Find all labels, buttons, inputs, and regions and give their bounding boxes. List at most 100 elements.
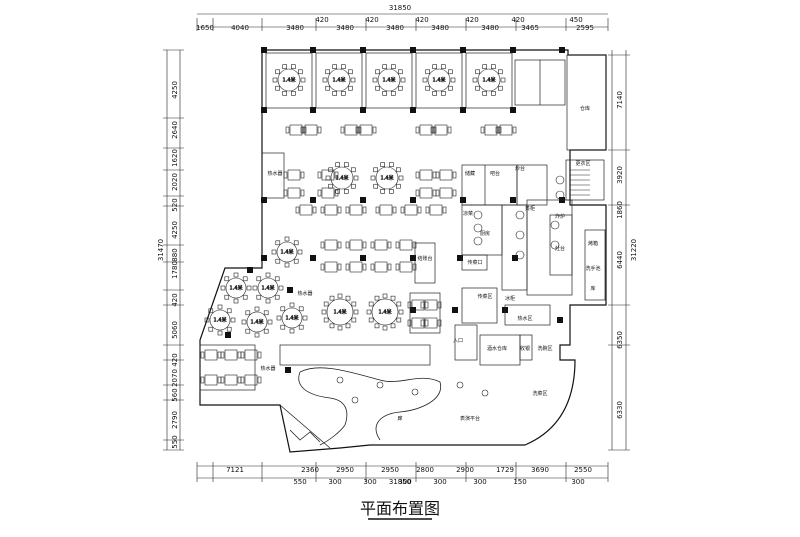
dim-bottom-6: 1729 — [496, 466, 514, 474]
private-rooms — [265, 52, 513, 109]
column-24 — [457, 255, 463, 261]
square-table-37 — [420, 299, 442, 311]
dim-right-total: 31220 — [630, 239, 638, 261]
column-6 — [559, 47, 565, 53]
room-label-entrance: 入口 — [453, 338, 463, 344]
room-label-wash: 洗碗区 — [537, 345, 552, 352]
stage-lights — [336, 376, 489, 404]
room-label-food-pass: 传菜口 — [467, 259, 482, 266]
dim-right-4: 6350 — [616, 331, 624, 349]
dim-bottom-0: 7121 — [226, 466, 244, 474]
square-table-15 — [435, 187, 457, 199]
square-table-1 — [300, 124, 322, 136]
dim-left-1: 2640 — [171, 121, 179, 139]
column-11 — [460, 107, 466, 113]
stage-light-2 — [351, 396, 359, 404]
dim-left-total: 31470 — [157, 239, 165, 261]
private-table-3-label: 1.4米 — [433, 77, 446, 84]
dim-top-2: 3480 — [286, 24, 304, 32]
square-table-6 — [480, 124, 502, 136]
square-table-35 — [240, 374, 262, 386]
dim-top-gap-5: 450 — [569, 16, 582, 24]
kitchen-equipment — [473, 169, 590, 260]
dimension-lines — [163, 13, 630, 482]
dim-bottom-7: 3690 — [531, 466, 549, 474]
square-table-5 — [430, 124, 452, 136]
private-room-1 — [315, 52, 363, 109]
stove-burner-1 — [473, 223, 483, 233]
stove-burner-9 — [550, 240, 560, 250]
dim-top-gap-4: 420 — [511, 16, 524, 24]
column-30 — [285, 367, 291, 373]
room-label-corridor: 廊 — [397, 415, 402, 422]
room-labels: 仓库更衣区热水器热水器热水器热水区结账台储藏吧台洗碗区洗菜区传菜区凉菜厨房炒台蒸… — [260, 105, 600, 422]
dim-top-gap-2: 420 — [415, 16, 428, 24]
column-17 — [460, 197, 466, 203]
round-table-d: 1.4米 — [220, 272, 252, 304]
dim-left-8: 420 — [171, 293, 179, 306]
stove-burner-0 — [473, 210, 483, 220]
square-table-26 — [320, 261, 342, 273]
round-table-f-label: 1.4米 — [214, 317, 227, 324]
square-table-27 — [345, 261, 367, 273]
column-26 — [287, 287, 293, 293]
square-table-31 — [220, 349, 242, 361]
dim-right-3: 6440 — [616, 251, 624, 269]
dim-right-5: 6330 — [616, 401, 624, 419]
dim-top-0: 1650 — [196, 24, 214, 32]
dim-left-14: 550 — [171, 435, 179, 448]
stove-burner-5 — [515, 250, 525, 260]
column-16 — [410, 197, 416, 203]
dim-left-13: 2790 — [171, 411, 179, 429]
performance-stage — [279, 367, 442, 449]
column-21 — [310, 255, 316, 261]
round-table-h: 1.4米 — [276, 302, 308, 334]
dim-bottom-sub-1: 300 — [328, 478, 341, 486]
square-table-11 — [317, 187, 339, 199]
column-20 — [261, 255, 267, 261]
column-1 — [310, 47, 316, 53]
dim-bottom-total: 31850 — [389, 478, 411, 486]
square-table-14 — [435, 169, 457, 181]
dim-left-2: 1620 — [171, 149, 179, 167]
dim-top-gap-1: 420 — [365, 16, 378, 24]
room-label-store: 储藏 — [465, 170, 475, 177]
dim-top-gap-3: 420 — [465, 16, 478, 24]
room-label-stove: 炒台 — [515, 165, 525, 172]
dim-bottom-sub-3: 300 — [398, 478, 411, 486]
dim-top-total: 31850 — [389, 4, 411, 12]
square-table-23 — [345, 239, 367, 251]
square-table-39 — [420, 317, 442, 329]
square-table-19 — [375, 204, 397, 216]
round-table-a-label: 1.4米 — [336, 175, 349, 182]
private-room-0 — [265, 52, 313, 109]
column-14 — [310, 197, 316, 203]
private-table-0: 1.4米 — [272, 64, 306, 96]
dim-right-1: 3920 — [616, 166, 624, 184]
stove-burner-6 — [555, 175, 565, 185]
square-table-21 — [425, 204, 447, 216]
column-2 — [360, 47, 366, 53]
room-label-wash-basin: 洗手池 — [585, 265, 600, 272]
round-table-j-label: 1.4米 — [379, 309, 392, 316]
square-table-28 — [370, 261, 392, 273]
column-31 — [557, 317, 563, 323]
column-22 — [360, 255, 366, 261]
plan-title: 平面布置图 — [360, 499, 440, 518]
private-room-3 — [415, 52, 463, 109]
building-outline — [199, 49, 607, 453]
column-28 — [452, 307, 458, 313]
square-table-4 — [415, 124, 437, 136]
private-table-1-label: 1.4米 — [333, 77, 346, 84]
dim-left-5: 4250 — [171, 221, 179, 239]
column-25 — [512, 255, 518, 261]
room-label-water-store: 酒水仓库 — [487, 345, 507, 352]
dim-left-11: 2070 — [171, 369, 179, 387]
dim-right-0: 7140 — [616, 91, 624, 109]
dim-left-0: 4250 — [171, 81, 179, 99]
square-table-34 — [220, 374, 242, 386]
stove-burner-2 — [473, 236, 483, 246]
round-table-j: 1.4米 — [366, 293, 404, 331]
